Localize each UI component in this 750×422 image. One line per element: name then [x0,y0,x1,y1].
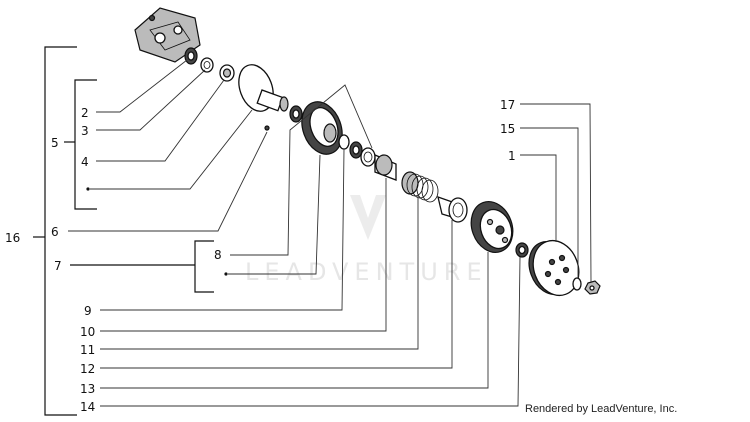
callout-9: 9 [84,304,92,318]
part-washer-15 [572,277,582,291]
leader-8 [230,84,373,256]
callout-11: 11 [80,343,95,357]
render-credit: Rendered by LeadVenture, Inc. [525,403,677,415]
bracket-group-5 [74,79,97,210]
callout-16: 16 [5,231,20,245]
callout-14: 14 [80,400,95,414]
leader-2 [96,59,188,113]
part-bushing-4 [219,64,235,82]
bracket-group-7 [194,240,214,293]
leader-9 [100,148,345,311]
watermark: LEADVENTURE [245,195,488,286]
callout-13: 13 [80,382,95,396]
leader-6 [68,131,268,232]
part-fixed-pulley-6 [238,64,289,131]
leader-bullet-7 [228,154,321,275]
part-nut-17 [584,280,601,295]
callout-12: 12 [80,362,95,376]
callout-15: 15 [500,122,515,136]
part-bushing-9 [338,134,350,150]
leader-14 [100,256,521,407]
callout-6: 6 [51,225,59,239]
callout-1: 1 [508,149,516,163]
part-cup-12 [437,195,468,223]
leader-4 [96,79,225,162]
bullet-dot-7 [224,272,228,276]
leader-13 [100,252,489,389]
leader-17 [520,103,592,283]
part-ring-10b [360,147,376,167]
watermark-logo-mark [350,195,386,240]
callout-4: 4 [81,155,89,169]
leader-3 [96,69,206,131]
part-clutch-13 [470,201,514,253]
part-clutch-bell-1 [528,239,580,297]
callout-3: 3 [81,124,89,138]
leader-15 [520,127,579,278]
leader-10 [100,178,387,332]
part-housing-cover [134,7,201,63]
leader-11 [100,196,419,350]
callout-5: 5 [51,136,59,150]
callout-7: 7 [54,259,62,273]
watermark-text: LEADVENTURE [245,258,488,286]
callout-10: 10 [80,325,95,339]
callout-17: 17 [500,98,515,112]
part-washer-14 [515,242,529,258]
part-ring-10 [349,141,363,159]
bracket-assembly-16 [44,46,77,416]
part-sleeve [374,154,397,181]
leader-12 [100,220,453,369]
bullet-dot-5 [86,187,90,191]
callout-2: 2 [81,106,89,120]
callout-8: 8 [214,248,222,262]
leader-1 [520,154,557,242]
part-spring-11 [401,171,439,203]
leader-bullet-5 [90,109,253,190]
part-ring-3 [200,57,214,73]
part-bearing-2 [184,47,198,65]
part-oring [289,105,303,123]
part-movable-pulley-8 [301,101,343,155]
